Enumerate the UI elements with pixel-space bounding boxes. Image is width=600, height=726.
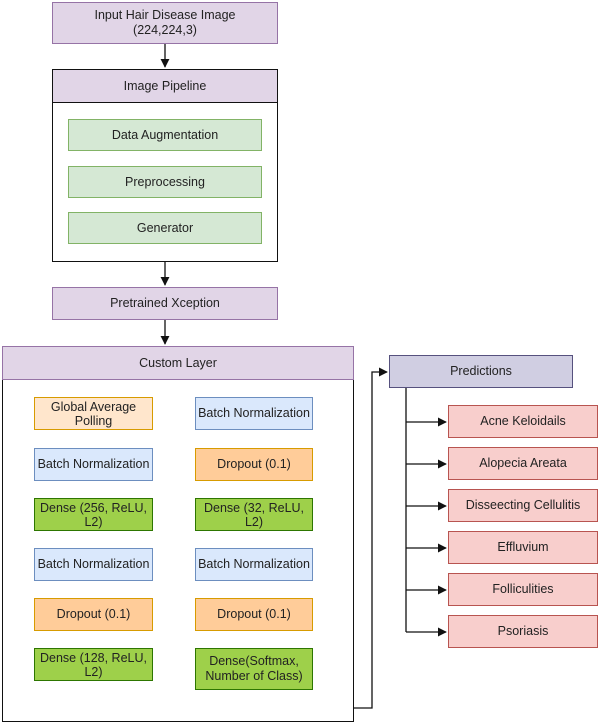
- pipeline-step-label: Data Augmentation: [111, 127, 219, 142]
- pretrained-xception-node: Pretrained Xception: [52, 287, 278, 320]
- layer-label: Batch Normalization: [198, 406, 310, 420]
- layer-label: Dropout (0.1): [217, 457, 291, 471]
- pipeline-step-label: Generator: [136, 220, 194, 235]
- layer-label: Batch Normalization: [37, 457, 150, 471]
- dropout-node: Dropout (0.1): [195, 598, 313, 631]
- input-shape: (224,224,3): [133, 23, 197, 37]
- prediction-class-effluvium: Effluvium: [448, 531, 598, 564]
- predictions-title: Predictions: [450, 364, 512, 378]
- prediction-class-label: Effluvium: [497, 540, 549, 554]
- prediction-class-label: Acne Keloidails: [480, 414, 566, 428]
- dropout-node: Dropout (0.1): [34, 598, 153, 631]
- layer-label: Dense (32, ReLU, L2): [203, 500, 305, 529]
- dense-128-node: Dense (128, ReLU, L2): [34, 648, 153, 681]
- pipeline-step-label: Preprocessing: [125, 174, 205, 189]
- input-title: Input Hair Disease Image: [94, 8, 236, 22]
- batch-normalization-node: Batch Normalization: [34, 548, 153, 581]
- batch-normalization-node: Batch Normalization: [195, 397, 313, 430]
- pipeline-step-preprocessing: Preprocessing: [68, 166, 262, 198]
- custom-layer-title: Custom Layer: [139, 356, 217, 370]
- pipeline-step-generator: Generator: [68, 212, 262, 244]
- prediction-class-disseecting-cellulitis: Disseecting Cellulitis: [448, 489, 598, 522]
- layer-label: Dense (128, ReLU, L2): [39, 650, 147, 679]
- dropout-node: Dropout (0.1): [195, 448, 313, 481]
- layer-label: Dense(Softmax, Number of Class): [205, 654, 303, 683]
- predictions-node: Predictions: [389, 355, 573, 388]
- prediction-class-label: Folliculities: [492, 582, 554, 596]
- prediction-class-psoriasis: Psoriasis: [448, 615, 598, 648]
- prediction-class-label: Disseecting Cellulitis: [465, 498, 581, 512]
- layer-label: Dropout (0.1): [217, 607, 291, 621]
- prediction-class-folliculities: Folliculities: [448, 573, 598, 606]
- layer-label: Batch Normalization: [37, 557, 150, 571]
- prediction-class-label: Psoriasis: [497, 624, 549, 638]
- dense-256-node: Dense (256, ReLU, L2): [34, 498, 153, 531]
- dense-softmax-node: Dense(Softmax, Number of Class): [195, 648, 313, 690]
- image-pipeline-title: Image Pipeline: [123, 79, 207, 93]
- prediction-class-acne-keloidails: Acne Keloidails: [448, 405, 598, 438]
- prediction-class-label: Alopecia Areata: [479, 456, 567, 470]
- layer-label: Dense (256, ReLU, L2): [39, 500, 147, 529]
- layer-label: Dropout (0.1): [56, 607, 131, 621]
- batch-normalization-node: Batch Normalization: [195, 548, 313, 581]
- layer-label: Global Average Polling: [50, 399, 137, 428]
- batch-normalization-node: Batch Normalization: [34, 448, 153, 481]
- global-average-pooling-node: Global Average Polling: [34, 397, 153, 430]
- dense-32-node: Dense (32, ReLU, L2): [195, 498, 313, 531]
- input-image-node: Input Hair Disease Image (224,224,3): [52, 2, 278, 44]
- layer-label: Batch Normalization: [198, 557, 310, 571]
- image-pipeline-header: Image Pipeline: [52, 69, 278, 103]
- custom-layer-header: Custom Layer: [2, 346, 354, 380]
- pretrained-label: Pretrained Xception: [110, 296, 220, 310]
- prediction-class-alopecia-areata: Alopecia Areata: [448, 447, 598, 480]
- pipeline-step-data-augmentation: Data Augmentation: [68, 119, 262, 151]
